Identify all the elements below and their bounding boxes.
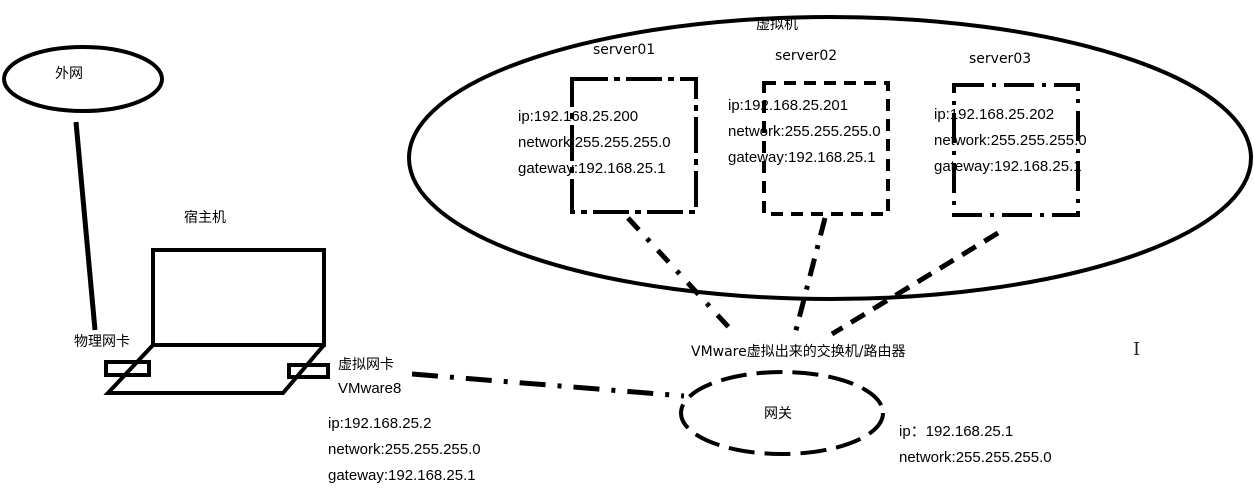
host-base xyxy=(103,343,326,395)
text-cursor-icon: I xyxy=(1133,339,1141,360)
internet-label: 外网 xyxy=(55,66,83,82)
server02-gateway: gateway:192.168.25.1 xyxy=(728,149,876,166)
server02-network: network:255.255.255.0 xyxy=(728,123,881,140)
server03-ip: ip:192.168.25.202 xyxy=(934,106,1055,123)
server01-box xyxy=(570,77,698,214)
host-label: 宿主机 xyxy=(184,210,226,226)
vmnet8-link xyxy=(411,371,685,399)
virtual-nic-port xyxy=(287,363,330,379)
physical-nic-label: 物理网卡 xyxy=(74,334,130,350)
host-ip: ip:192.168.25.2 xyxy=(328,415,432,432)
physical-nic-port xyxy=(104,360,151,377)
server01-name: server01 xyxy=(593,42,656,58)
virtual-nic-name: VMware8 xyxy=(338,380,402,397)
gateway-label: 网关 xyxy=(764,406,792,422)
internet-link xyxy=(73,121,98,331)
gateway-ellipse xyxy=(679,370,885,456)
server03-name: server03 xyxy=(969,51,1032,67)
server03-gateway: gateway:192.168.25.1 xyxy=(934,158,1082,175)
host-gateway: gateway:192.168.25.1 xyxy=(328,467,476,484)
server03-config: ip:192.168.25.202 network:255.255.255.0 … xyxy=(934,102,1087,180)
host-config: ip:192.168.25.2 network:255.255.255.0 ga… xyxy=(328,411,481,489)
server02-name: server02 xyxy=(775,48,838,64)
internet-node xyxy=(2,45,164,113)
host-screen xyxy=(151,248,326,347)
vm-group-label: 虚拟机 xyxy=(756,17,798,33)
server02-config: ip:192.168.25.201 network:255.255.255.0 … xyxy=(728,93,881,171)
vm-group-ellipse xyxy=(407,15,1253,301)
gateway-ip: ip：192.168.25.1 xyxy=(899,423,1014,440)
server01-gateway: gateway:192.168.25.1 xyxy=(518,160,666,177)
server02-link xyxy=(792,217,828,335)
server03-box xyxy=(952,83,1080,217)
server03-link xyxy=(830,230,1000,337)
server01-ip: ip:192.168.25.200 xyxy=(518,108,639,125)
server02-box xyxy=(762,81,890,216)
server01-link xyxy=(626,216,737,336)
server03-network: network:255.255.255.0 xyxy=(934,132,1087,149)
server02-ip: ip:192.168.25.201 xyxy=(728,97,849,114)
gateway-config: ip：192.168.25.1 network:255.255.255.0 xyxy=(899,419,1052,471)
virtual-nic-label: 虚拟网卡 xyxy=(338,357,394,373)
gateway-network: network:255.255.255.0 xyxy=(899,449,1052,466)
server01-network: network:255.255.255.0 xyxy=(518,134,671,151)
host-network: network:255.255.255.0 xyxy=(328,441,481,458)
switch-label: VMware虚拟出来的交换机/路由器 xyxy=(691,344,906,360)
server01-config: ip:192.168.25.200 network:255.255.255.0 … xyxy=(518,104,671,182)
